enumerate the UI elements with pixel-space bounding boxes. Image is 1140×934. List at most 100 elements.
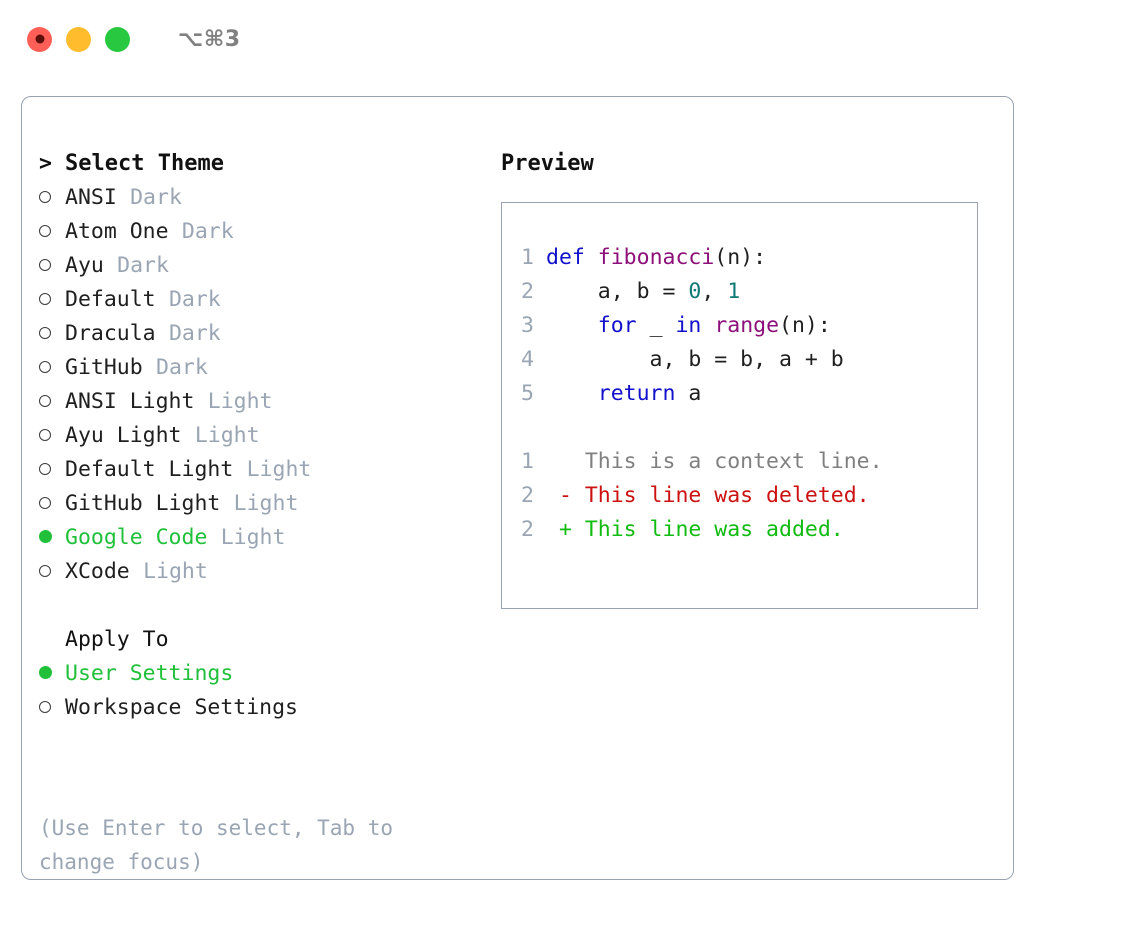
code-token: a xyxy=(675,381,702,406)
line-number: 1 xyxy=(521,449,534,474)
code-token xyxy=(701,313,714,338)
theme-kind-badge: Dark xyxy=(181,219,234,244)
radio-dot xyxy=(39,530,52,543)
code-token: This is a context line. xyxy=(546,449,883,474)
preview-column: Preview 1 def fibonacci(n): 2 a, b = 0, 1 3… xyxy=(501,147,991,609)
maximize-button[interactable] xyxy=(105,26,130,52)
radio-unselected-icon[interactable] xyxy=(39,283,65,317)
theme-name: Ayu Light xyxy=(65,423,182,448)
code-line-text: for _ in range(n): xyxy=(546,309,977,343)
code-token: a, b = b, a + b xyxy=(546,347,844,372)
line-number: 2 xyxy=(521,517,534,542)
theme-list-item[interactable]: Default Dark xyxy=(39,283,479,317)
code-line-text: def fibonacci(n): xyxy=(546,241,977,275)
theme-kind-badge: Dark xyxy=(168,287,221,312)
line-number: 5 xyxy=(521,381,534,406)
code-sample: 1 def fibonacci(n): 2 a, b = 0, 1 3 for _ i… xyxy=(502,241,977,411)
code-line-row: 5 return a xyxy=(502,377,977,411)
radio-unselected-icon[interactable] xyxy=(39,453,65,487)
theme-name: ANSI xyxy=(65,185,117,210)
theme-picker-title-row: > Select Theme xyxy=(39,147,479,181)
radio-unselected-icon[interactable] xyxy=(39,181,65,215)
radio-dot xyxy=(39,565,51,577)
title-bar: ⌥⌘3 xyxy=(0,0,1140,78)
theme-kind-badge: Light xyxy=(194,423,260,448)
code-token xyxy=(546,313,598,338)
close-button[interactable] xyxy=(27,26,52,52)
line-number: 2 xyxy=(521,279,534,304)
theme-name: Google Code xyxy=(65,525,208,550)
theme-name: Atom One xyxy=(65,219,169,244)
radio-unselected-icon[interactable] xyxy=(39,419,65,453)
diff-line-row: 2 + This line was added. xyxy=(502,513,977,547)
theme-name: XCode xyxy=(65,559,130,584)
apply-to-option-label: User Settings xyxy=(65,661,234,686)
theme-list-item[interactable]: Atom One Dark xyxy=(39,215,479,249)
theme-name: GitHub Light xyxy=(65,491,221,516)
apply-to-option[interactable]: User Settings xyxy=(39,657,479,691)
line-number: 1 xyxy=(521,245,534,270)
radio-unselected-icon[interactable] xyxy=(39,351,65,385)
prompt-caret-icon: > xyxy=(39,151,52,176)
radio-unselected-icon[interactable] xyxy=(39,317,65,351)
radio-unselected-icon[interactable] xyxy=(39,385,65,419)
radio-dot xyxy=(39,259,51,271)
radio-unselected-icon[interactable] xyxy=(39,249,65,283)
radio-dot xyxy=(39,395,51,407)
radio-selected-icon[interactable] xyxy=(39,521,65,555)
theme-name: Default Light xyxy=(65,457,234,482)
radio-dot xyxy=(39,327,51,339)
code-token: - This line was deleted. xyxy=(546,483,870,508)
radio-unselected-icon[interactable] xyxy=(39,487,65,521)
code-line-text: This is a context line. xyxy=(546,445,977,479)
theme-kind-badge: Light xyxy=(220,525,286,550)
code-line-text: a, b = b, a + b xyxy=(546,343,977,377)
radio-unselected-icon[interactable] xyxy=(39,555,65,589)
diff-sample: 1 This is a context line. 2 - This line w… xyxy=(502,445,977,547)
keyboard-shortcut-label: ⌥⌘3 xyxy=(178,26,241,52)
theme-kind-badge: Dark xyxy=(130,185,182,210)
apply-to-option[interactable]: Workspace Settings xyxy=(39,691,479,725)
page-title: Select Theme xyxy=(65,151,224,176)
theme-list-item[interactable]: ANSI Dark xyxy=(39,181,479,215)
line-number: 3 xyxy=(521,313,534,338)
radio-dot xyxy=(39,666,52,679)
code-token xyxy=(585,245,598,270)
code-token: for xyxy=(597,313,637,338)
theme-kind-badge: Light xyxy=(246,457,312,482)
theme-list-item[interactable]: Ayu Light Light xyxy=(39,419,479,453)
radio-unselected-icon[interactable] xyxy=(39,215,65,249)
radio-selected-icon[interactable] xyxy=(39,657,65,691)
code-token: (n): xyxy=(779,313,831,338)
code-preview-box: 1 def fibonacci(n): 2 a, b = 0, 1 3 for _ i… xyxy=(501,202,978,609)
code-token: , xyxy=(701,279,728,304)
radio-dot xyxy=(39,225,51,237)
code-token: a, b = xyxy=(546,279,689,304)
code-token: in xyxy=(675,313,702,338)
code-token xyxy=(546,381,598,406)
code-token: range xyxy=(714,313,780,338)
radio-unselected-icon[interactable] xyxy=(39,691,65,725)
code-line-text: + This line was added. xyxy=(546,513,977,547)
line-number: 4 xyxy=(521,347,534,372)
theme-list-item[interactable]: Default Light Light xyxy=(39,453,479,487)
code-token: 1 xyxy=(727,279,741,304)
code-token: 0 xyxy=(688,279,702,304)
theme-name: Ayu xyxy=(65,253,104,278)
preview-title: Preview xyxy=(501,151,594,176)
theme-name: Default xyxy=(65,287,156,312)
radio-dot xyxy=(39,701,51,713)
theme-list-item[interactable]: Google Code Light xyxy=(39,521,479,555)
minimize-button[interactable] xyxy=(66,26,91,52)
traffic-lights xyxy=(27,26,130,52)
radio-dot xyxy=(39,463,51,475)
